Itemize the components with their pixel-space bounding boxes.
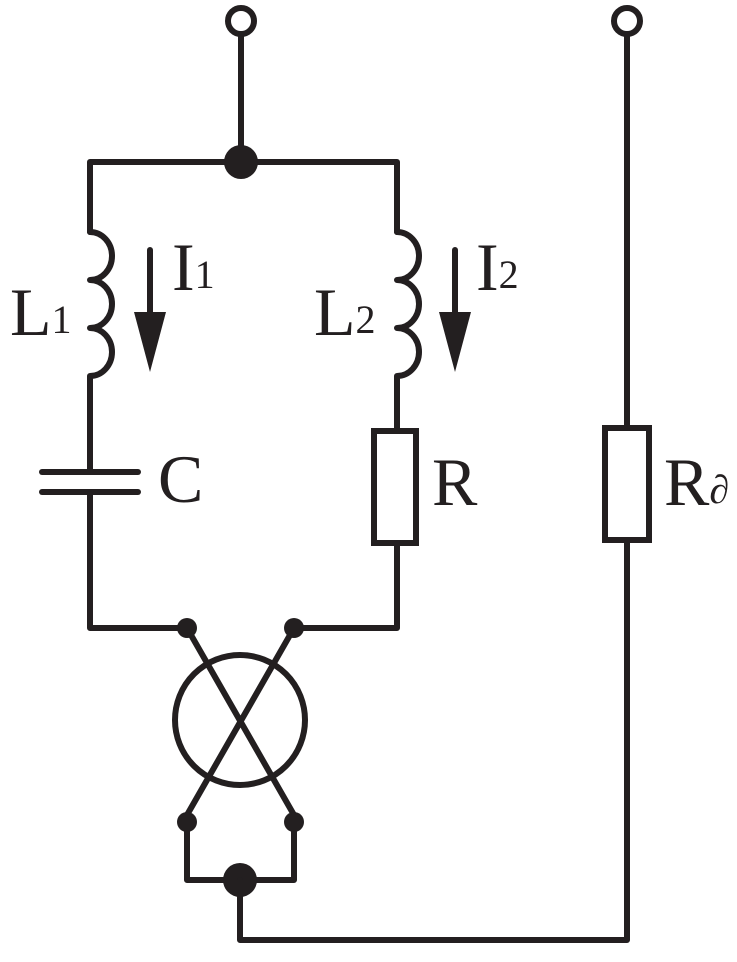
junction-top — [224, 145, 258, 179]
label-Rd: R∂ — [664, 444, 729, 520]
inductor-L2 — [394, 229, 422, 389]
label-C: C — [158, 441, 203, 517]
label-I1: I1 — [172, 229, 215, 305]
meter-terminal-top-right — [284, 618, 304, 638]
arrow-I2-icon — [439, 247, 471, 372]
resistor-Rd — [602, 425, 652, 543]
wire-return — [237, 537, 630, 943]
resistor-R — [371, 428, 419, 546]
label-L1: L1 — [10, 274, 72, 350]
label-L2: L2 — [314, 274, 376, 350]
label-R: R — [432, 444, 478, 520]
terminal-right — [611, 5, 643, 37]
inductor-L1 — [87, 229, 115, 389]
wire-right-bottom — [291, 540, 400, 631]
meter-terminal-top-left — [177, 618, 197, 638]
terminal-left — [225, 5, 257, 37]
wire-left-bottom — [87, 491, 190, 631]
meter-coil-b — [184, 625, 297, 818]
label-I2: I2 — [476, 229, 519, 305]
arrow-I1-icon — [134, 247, 166, 372]
